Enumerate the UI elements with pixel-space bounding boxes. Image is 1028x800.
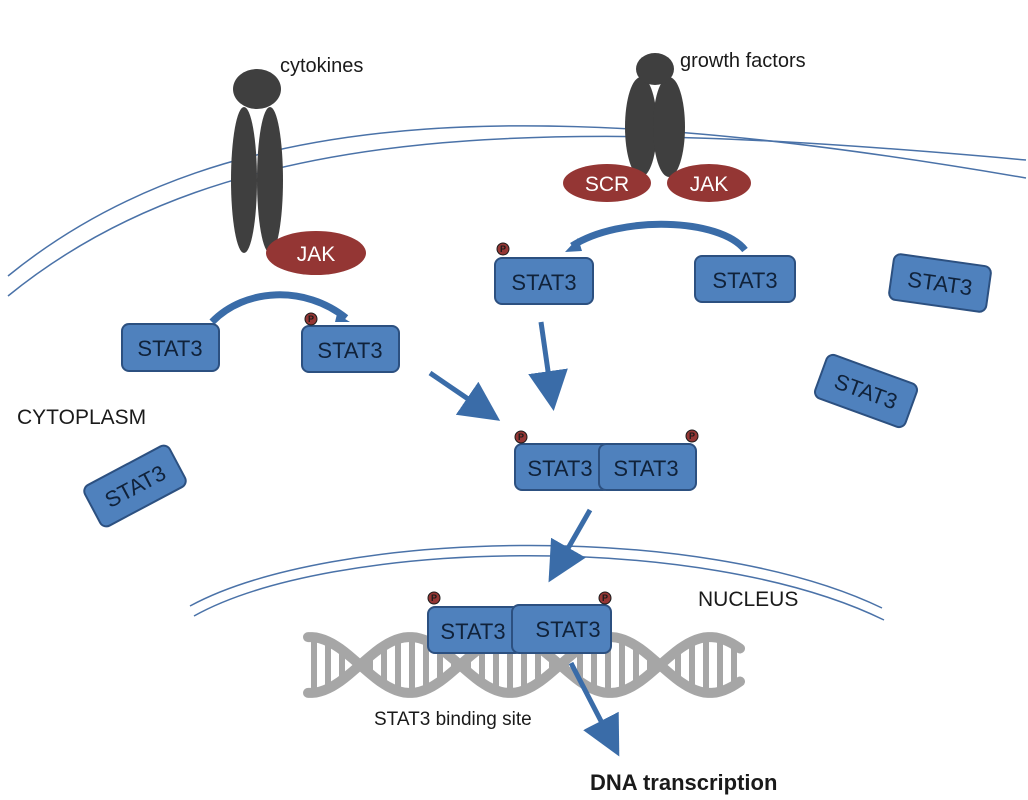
phosphate-marker — [685, 429, 699, 443]
phosphorylation-arrow-left — [209, 291, 349, 325]
cytokines-label: cytokines — [280, 55, 363, 77]
jak-label-right: JAK — [690, 173, 729, 196]
phosphate-marker — [598, 591, 612, 605]
svg-text:STAT3: STAT3 — [440, 619, 505, 644]
svg-text:P: P — [500, 244, 506, 254]
dna-strand — [303, 632, 745, 698]
phosphate-marker — [514, 430, 528, 444]
nuclear-membrane — [189, 544, 885, 621]
jak-label-left: JAK — [297, 243, 336, 266]
stat3-box-free-top-right: STAT3 — [888, 253, 992, 313]
svg-text:STAT3: STAT3 — [511, 270, 576, 295]
phosphate-marker — [427, 591, 441, 605]
nucleus-label: NUCLEUS — [698, 588, 798, 611]
stat3-box-free-mid-right: STAT3 — [814, 353, 918, 429]
growth-factors-label: growth factors — [680, 50, 806, 72]
stat3-box-cytoplasm-phosphorylated: STAT3 P — [301, 312, 400, 373]
growth-factor-ligand — [636, 53, 674, 85]
stat3-dimer-cytoplasm: STAT3 STAT3 P P — [514, 429, 699, 491]
svg-text:STAT3: STAT3 — [317, 338, 382, 363]
svg-text:STAT3: STAT3 — [535, 617, 600, 642]
stat3-box-membrane-unphosphorylated: STAT3 — [694, 255, 796, 303]
arrowhead — [565, 238, 582, 252]
svg-text:P: P — [431, 593, 437, 603]
svg-text:P: P — [308, 314, 314, 324]
svg-text:STAT3: STAT3 — [137, 336, 202, 361]
jak-enzyme-left: JAK — [266, 231, 366, 275]
stat3-box-membrane-phosphorylated: STAT3 P — [494, 242, 594, 305]
growth-factor-receptor — [625, 53, 685, 177]
svg-text:P: P — [602, 593, 608, 603]
arrow-to-dimer-right — [528, 321, 568, 411]
jak-enzyme-right: JAK — [667, 164, 751, 202]
svg-text:STAT3: STAT3 — [527, 456, 592, 481]
arrow-to-dimer-left — [428, 370, 501, 421]
cytoplasm-label: CYTOPLASM — [17, 406, 146, 429]
svg-text:STAT3: STAT3 — [712, 268, 777, 293]
arrowhead — [335, 314, 350, 322]
svg-text:P: P — [689, 431, 695, 441]
phosphate-marker — [496, 242, 510, 256]
stat3-box-cytoplasm-unphosphorylated: STAT3 — [121, 323, 220, 372]
scr-label: SCR — [585, 173, 629, 196]
cytokine-receptor — [231, 69, 283, 253]
stat3-box-free-left: STAT3 — [83, 444, 187, 528]
binding-site-label: STAT3 binding site — [374, 709, 532, 730]
phosphorylation-arrow-right — [570, 220, 748, 253]
scr-enzyme: SCR — [563, 164, 651, 202]
cell-membrane — [7, 125, 1027, 297]
stat3-dimer-nucleus: STAT3 STAT3 P P — [427, 591, 612, 654]
svg-text:P: P — [518, 432, 524, 442]
dna-transcription-label: DNA transcription — [590, 770, 777, 795]
phosphate-marker — [304, 312, 318, 326]
cytokine-ligand — [233, 69, 281, 109]
arrow-to-transcription — [568, 661, 620, 757]
arrow-to-nucleus — [548, 508, 593, 583]
svg-text:STAT3: STAT3 — [613, 456, 678, 481]
